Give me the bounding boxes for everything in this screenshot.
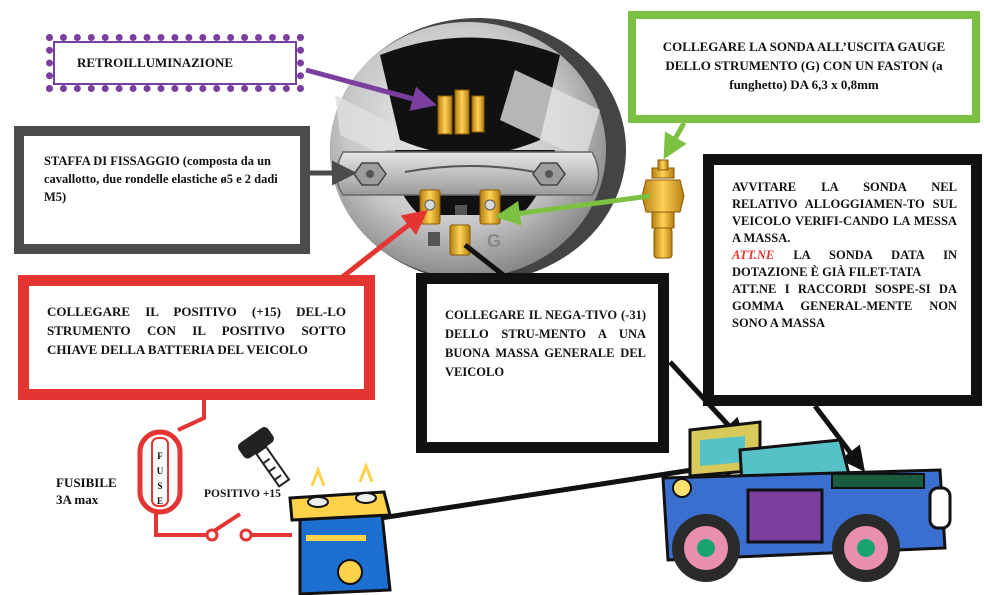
fuse-icon (137, 429, 183, 515)
gauge-back (330, 18, 626, 282)
temperature-sensor-icon (641, 159, 685, 259)
terminal-g-label: G (487, 231, 501, 251)
terminal-gauge (479, 189, 501, 225)
backlight-label: RETROILLUMINAZIONE (77, 55, 234, 70)
fuse-letter: E (157, 496, 163, 506)
sensor-connection-text: COLLEGARE LA SONDA ALL’USCITA GAUGE DELL… (662, 39, 946, 92)
positive-15-label: POSITIVO +15 (204, 488, 281, 500)
attention-label: ATT.NE (732, 248, 775, 262)
mounting-bracket (335, 151, 600, 196)
nut-right-icon (532, 162, 566, 186)
fuse-rating: 3A max (56, 492, 99, 507)
terminal-negative (449, 224, 471, 256)
negative-connection-text: COLLEGARE IL NEGA-TIVO (-31) DELLO STRU-… (445, 308, 646, 379)
fuse-letter: S (157, 481, 162, 491)
positive-connection-callout: COLLEGARE IL POSITIVO (+15) DEL-LO STRUM… (18, 275, 375, 400)
negative-connection-callout: COLLEGARE IL NEGA-TIVO (-31) DELLO STRU-… (416, 273, 669, 453)
jeep-vehicle-icon (661, 420, 952, 582)
bracket-text: STAFFA DI FISSAGGIO (composta da un cava… (44, 154, 278, 204)
fuse-label: FUSIBILE 3A max (56, 474, 117, 508)
sensor-install-callout: AVVITARE LA SONDA NEL RELATIVO ALLOGGIAM… (703, 154, 982, 406)
fuse-title: FUSIBILE (56, 475, 117, 490)
sensor-install-text-3: ATT.NE I RACCORDI SOSPE-SI DA GOMMA GENE… (732, 282, 957, 330)
battery-icon (288, 461, 392, 595)
sensor-connection-callout: COLLEGARE LA SONDA ALL’USCITA GAUGE DELL… (628, 11, 980, 123)
nut-left-icon (353, 162, 387, 186)
sensor-install-text-2: LA SONDA DATA IN DOTAZIONE È GIÀ FILET-T… (732, 248, 957, 279)
terminal-positive (419, 189, 441, 225)
fuse-letter: F (157, 451, 163, 461)
backlight-bulb-icon (437, 89, 485, 135)
ignition-key-icon (238, 427, 291, 488)
bracket-callout: STAFFA DI FISSAGGIO (composta da un cava… (14, 126, 310, 254)
positive-connection-text: COLLEGARE IL POSITIVO (+15) DEL-LO STRUM… (47, 304, 346, 357)
backlight-callout: RETROILLUMINAZIONE (46, 34, 304, 92)
fuse-letter: U (157, 466, 164, 476)
sensor-install-text-1: AVVITARE LA SONDA NEL RELATIVO ALLOGGIAM… (732, 180, 957, 245)
